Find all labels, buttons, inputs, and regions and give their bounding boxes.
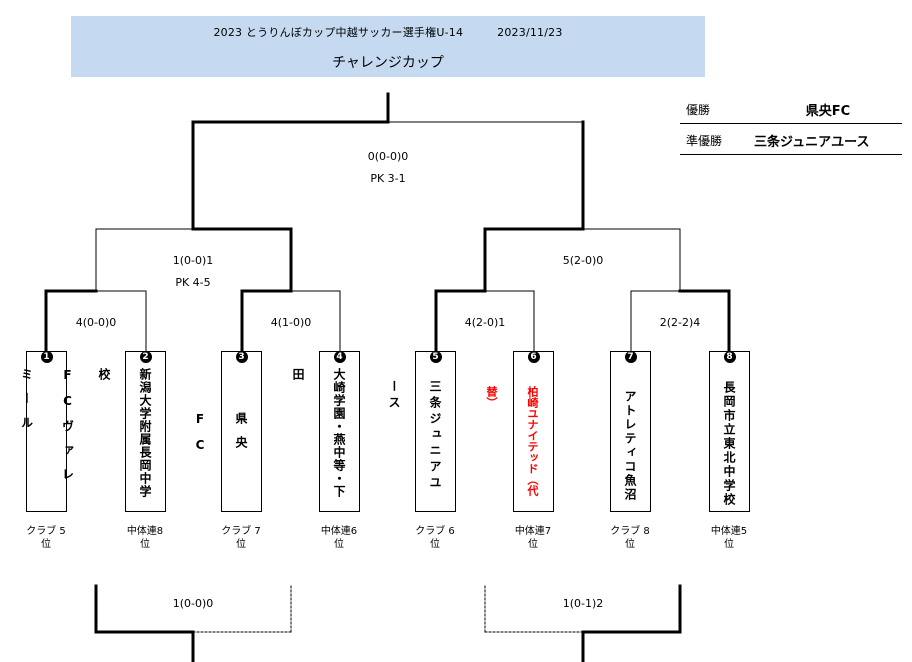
rank-suffix: 位: [724, 539, 734, 550]
team-name: 県央FC: [193, 412, 248, 464]
team-rank-2: 中体連8 位: [110, 525, 180, 551]
team-rank-1: クラブ 5 位: [11, 525, 81, 551]
team-box-5: 5 三条ジュニアユース: [387, 351, 456, 512]
seed-badge: 5: [429, 351, 442, 363]
runner-up-row: 準優勝 三条ジュニアユース: [680, 124, 902, 155]
seed-badge: 2: [139, 351, 152, 363]
team-name: 新潟大学附属長岡中学校: [97, 368, 152, 498]
winner-team: 県央FC: [805, 104, 851, 119]
team-rank-6: 中体連7 位: [498, 525, 568, 551]
team-box-2: 2 新潟大学附属長岡中学校: [97, 351, 166, 512]
team-box-3: 3 県央FC: [193, 351, 262, 512]
team-rank-4: 中体連6 位: [304, 525, 374, 551]
winner-row: 優勝 県央FC: [680, 93, 902, 124]
team-box-1: 1 FCヴァレミール: [19, 351, 75, 512]
rank-line: クラブ 5: [26, 526, 66, 537]
rank-line: クラブ 8: [610, 526, 650, 537]
qf3-score: 4(2-0)1: [464, 316, 506, 329]
qf2-score: 4(1-0)0: [270, 316, 312, 329]
rank-line: 中体連7: [514, 526, 552, 537]
team-name: 大崎学園・燕中等・下田: [291, 368, 346, 498]
winner-label: 優勝: [686, 103, 711, 117]
tournament-header: 2023 とうりんぼカップ中越サッカー選手権U-14 2023/11/23 チャレ…: [71, 16, 705, 77]
team-box-8: 8 長岡市立東北中学校: [709, 351, 750, 512]
team-rank-8: 中体連5 位: [694, 525, 764, 551]
rank-line: クラブ 6: [415, 526, 455, 537]
lower-left-score: 1(0-0)0: [172, 597, 214, 610]
rank-suffix: 位: [528, 539, 538, 550]
rank-suffix: 位: [41, 539, 51, 550]
header-title-row: 2023 とうりんぼカップ中越サッカー選手権U-14 2023/11/23: [71, 24, 705, 40]
team-name: アトレティコ魚沼: [623, 389, 637, 502]
rank-line: 中体連6: [320, 526, 358, 537]
tournament-date: 2023/11/23: [497, 26, 563, 39]
lower-right-score: 1(0-1)2: [562, 597, 604, 610]
semi-right-score: 5(2-0)0: [562, 254, 604, 267]
results-table: 優勝 県央FC 準優勝 三条ジュニアユース: [680, 93, 902, 155]
runner-up-label: 準優勝: [686, 134, 723, 148]
rank-line: 中体連5: [710, 526, 748, 537]
qf4-score: 2(2-2)4: [659, 316, 701, 329]
seed-badge: 6: [527, 351, 540, 363]
team-rank-3: クラブ 7 位: [206, 525, 276, 551]
rank-suffix: 位: [334, 539, 344, 550]
qf1-score: 4(0-0)0: [75, 316, 117, 329]
runner-up-team: 三条ジュニアユース: [754, 135, 870, 150]
semi-left-score: 1(0-0)1: [172, 254, 214, 267]
rank-suffix: 位: [140, 539, 150, 550]
team-name: 長岡市立東北中学校: [722, 380, 736, 507]
final-pk: PK 3-1: [370, 172, 406, 185]
team-box-6: 6 柏崎ユナイテッド（代替）: [485, 351, 554, 512]
bracket-name: チャレンジカップ: [332, 55, 444, 71]
team-box-4: 4 大崎学園・燕中等・下田: [291, 351, 360, 512]
team-rank-7: クラブ 8 位: [595, 525, 665, 551]
rank-line: クラブ 7: [221, 526, 261, 537]
seed-badge: 4: [333, 351, 346, 363]
seed-badge: 3: [235, 351, 248, 363]
seed-badge: 1: [40, 351, 53, 363]
semi-left-pk: PK 4-5: [175, 276, 211, 289]
team-rank-5: クラブ 6 位: [400, 525, 470, 551]
team-name: 三条ジュニアユース: [387, 380, 442, 492]
rank-suffix: 位: [236, 539, 246, 550]
tournament-title: 2023 とうりんぼカップ中越サッカー選手権U-14: [213, 26, 464, 39]
seed-badge: 8: [723, 351, 736, 363]
rank-line: 中体連8: [126, 526, 164, 537]
rank-suffix: 位: [625, 539, 635, 550]
seed-badge: 7: [624, 351, 637, 363]
team-name: 柏崎ユナイテッド（代替）: [485, 386, 539, 496]
rank-suffix: 位: [430, 539, 440, 550]
final-score: 0(0-0)0: [367, 150, 409, 163]
team-name: FCヴァレミール: [19, 368, 75, 492]
team-box-7: 7 アトレティコ魚沼: [610, 351, 651, 512]
